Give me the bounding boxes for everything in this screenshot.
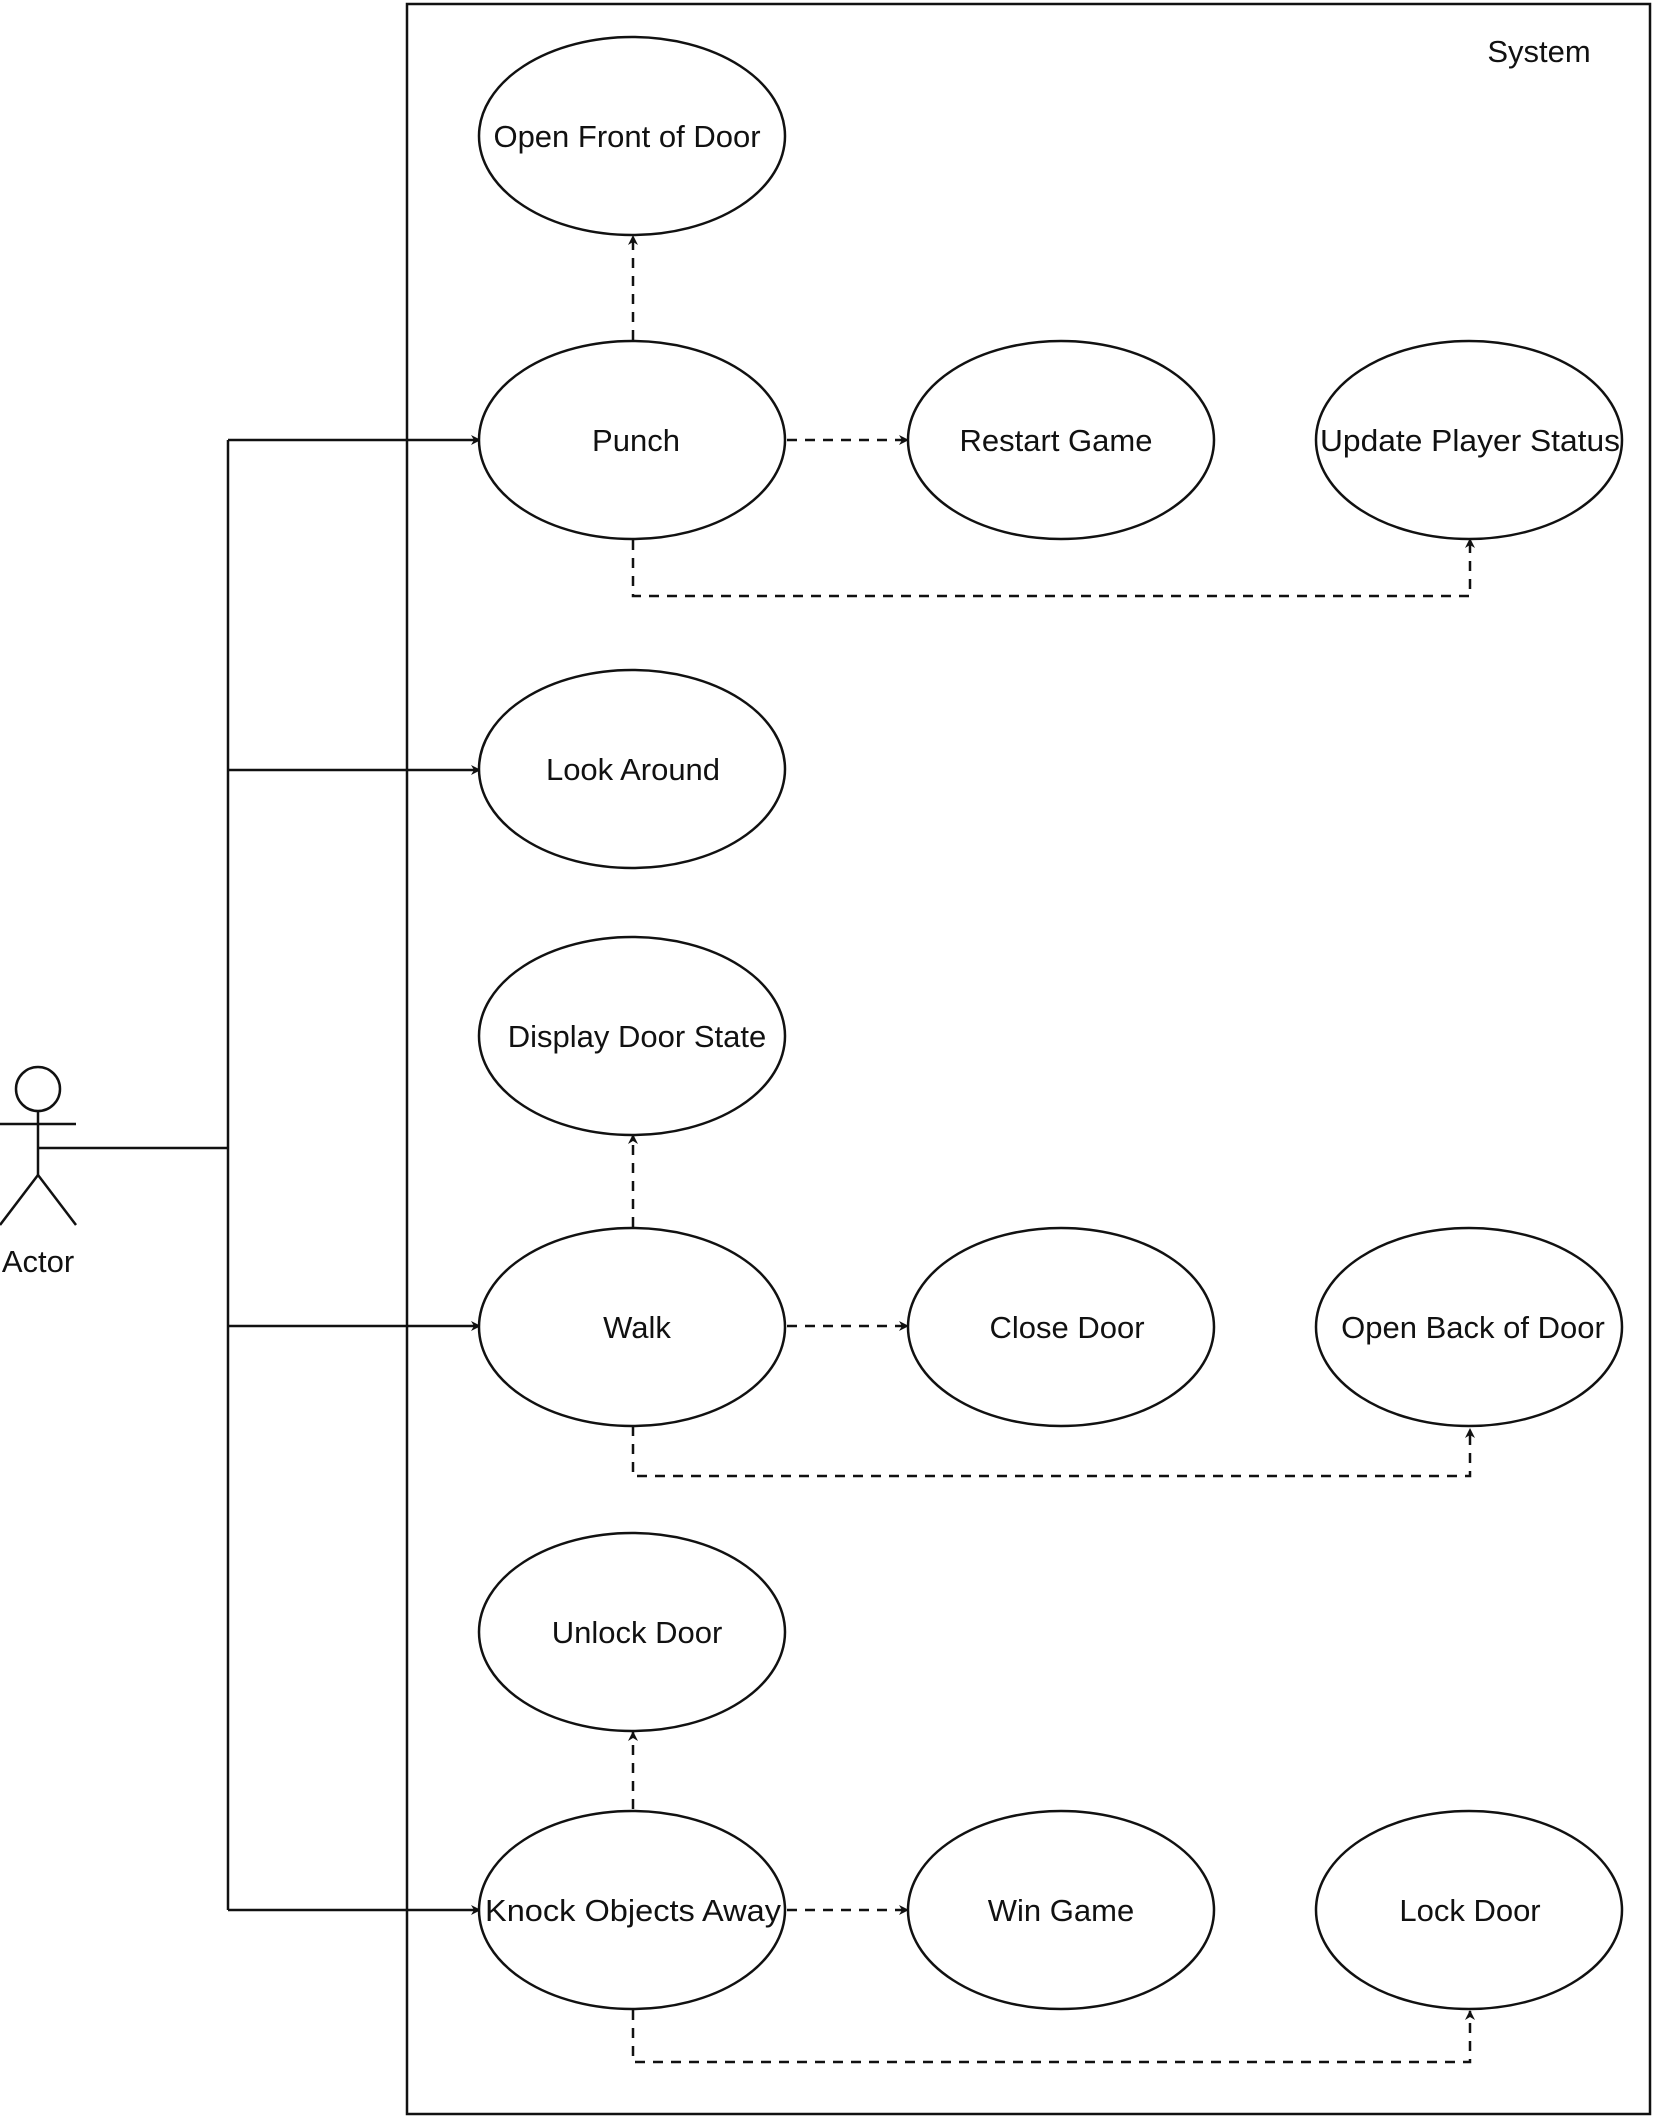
- svg-text:Update Player Status: Update Player Status: [1320, 423, 1620, 458]
- use-case-walk[interactable]: Walk: [477, 1226, 787, 1428]
- svg-text:Walk: Walk: [603, 1310, 671, 1345]
- svg-text:Knock Objects Away: Knock Objects Away: [485, 1893, 782, 1928]
- use-case-unlock-door[interactable]: Unlock Door: [477, 1531, 787, 1733]
- dep-knock-lock: [631, 2010, 1475, 2064]
- svg-text:Restart Game: Restart Game: [960, 423, 1153, 458]
- use-case-win-game[interactable]: Win Game: [906, 1809, 1216, 2011]
- svg-text:Unlock Door: Unlock Door: [552, 1615, 723, 1650]
- svg-text:Display Door State: Display Door State: [508, 1019, 766, 1054]
- system-boundary: [405, 2, 1652, 2116]
- use-case-lock-door[interactable]: Lock Door: [1314, 1809, 1624, 2011]
- use-case-restart-game[interactable]: Restart Game: [906, 339, 1216, 541]
- use-case-display-door-state[interactable]: Display Door State: [477, 935, 787, 1137]
- svg-text:Punch: Punch: [592, 423, 680, 458]
- use-case-knock-objects-away[interactable]: Knock Objects Away: [477, 1809, 787, 2011]
- svg-text:Lock Door: Lock Door: [1399, 1893, 1540, 1928]
- use-case-punch[interactable]: Punch: [477, 339, 787, 541]
- use-case-update-player-status[interactable]: Update Player Status: [1314, 339, 1624, 541]
- dep-walk-open-back: [631, 1426, 1475, 1478]
- actor-label: Actor: [2, 1244, 74, 1279]
- use-case-open-back-of-door[interactable]: Open Back of Door: [1314, 1226, 1624, 1428]
- svg-text:Win Game: Win Game: [988, 1893, 1134, 1928]
- system-label: System: [1487, 34, 1590, 69]
- svg-text:Open Back of Door: Open Back of Door: [1341, 1310, 1605, 1345]
- actor-figure: [0, 1065, 77, 1226]
- use-case-close-door[interactable]: Close Door: [906, 1226, 1216, 1428]
- svg-text:Close Door: Close Door: [989, 1310, 1144, 1345]
- use-case-open-front-of-door[interactable]: Open Front of Door: [477, 35, 787, 237]
- dep-punch-update-status: [631, 538, 1475, 598]
- actor-associations: [38, 435, 481, 1915]
- dependency-arrows: [628, 235, 1475, 2064]
- use-case-look-around[interactable]: Look Around: [477, 668, 787, 870]
- svg-text:Open Front of Door: Open Front of Door: [493, 119, 760, 154]
- svg-text:Look Around: Look Around: [546, 752, 720, 787]
